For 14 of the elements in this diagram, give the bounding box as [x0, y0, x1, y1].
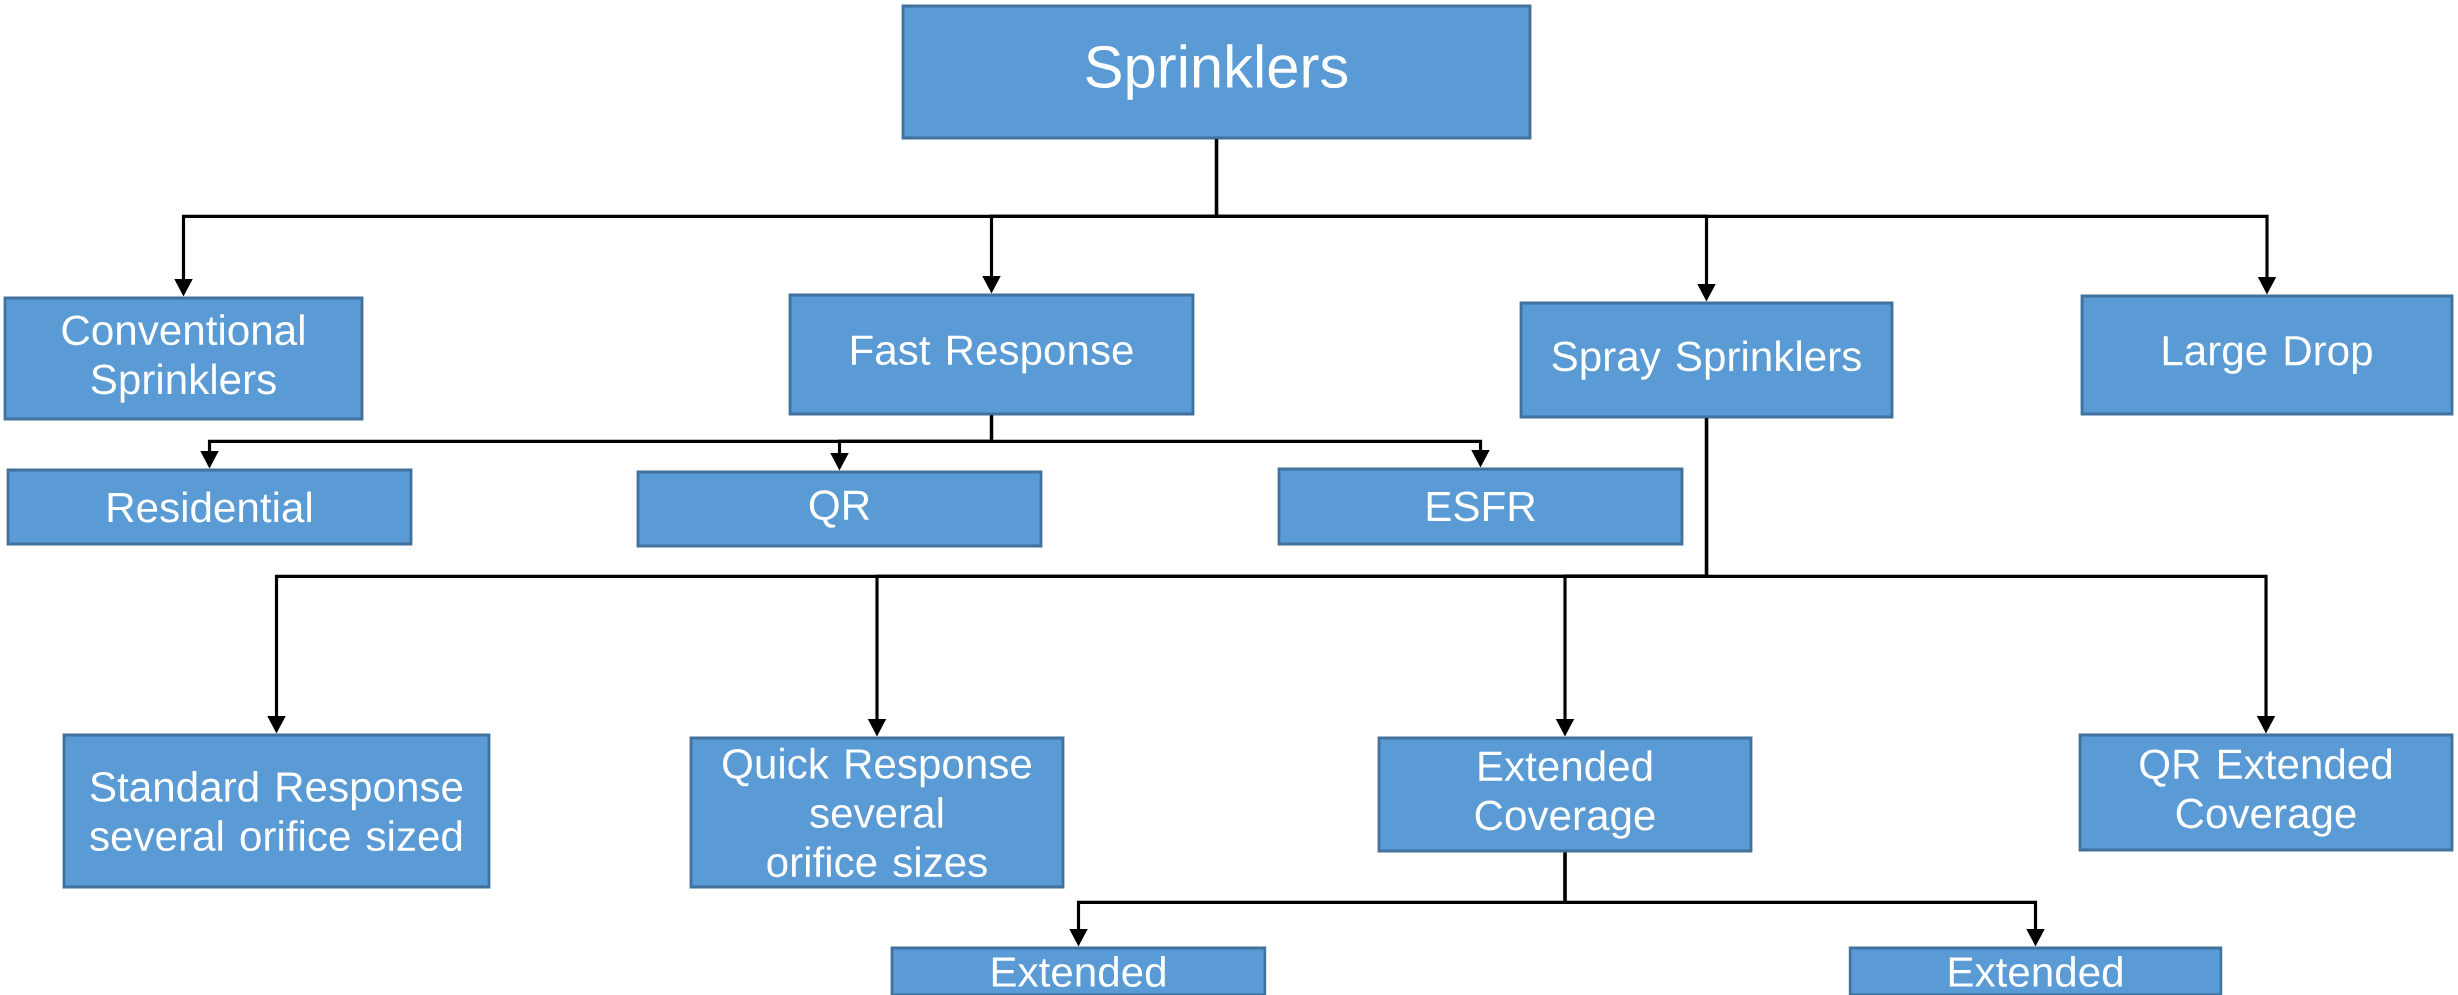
category-box: Extended: [1848, 946, 2223, 995]
category-box: QR Extended Coverage: [2078, 733, 2454, 852]
category-box: Large Drop: [2080, 294, 2454, 416]
category-box: Quick Response several orifice sizes: [689, 736, 1065, 889]
category-box: Standard Response several orifice sized: [62, 733, 491, 889]
category-box: Conventional Sprinklers: [3, 296, 364, 421]
category-box: Extended: [890, 946, 1267, 995]
category-box: QR: [636, 470, 1043, 548]
category-box: Sprinklers: [901, 4, 1532, 140]
category-box: Extended Coverage: [1377, 736, 1753, 853]
category-box: Spray Sprinklers: [1519, 301, 1894, 419]
category-box: Fast Response: [788, 293, 1195, 416]
category-box: Residential: [6, 468, 413, 546]
category-box: ESFR: [1277, 467, 1684, 546]
